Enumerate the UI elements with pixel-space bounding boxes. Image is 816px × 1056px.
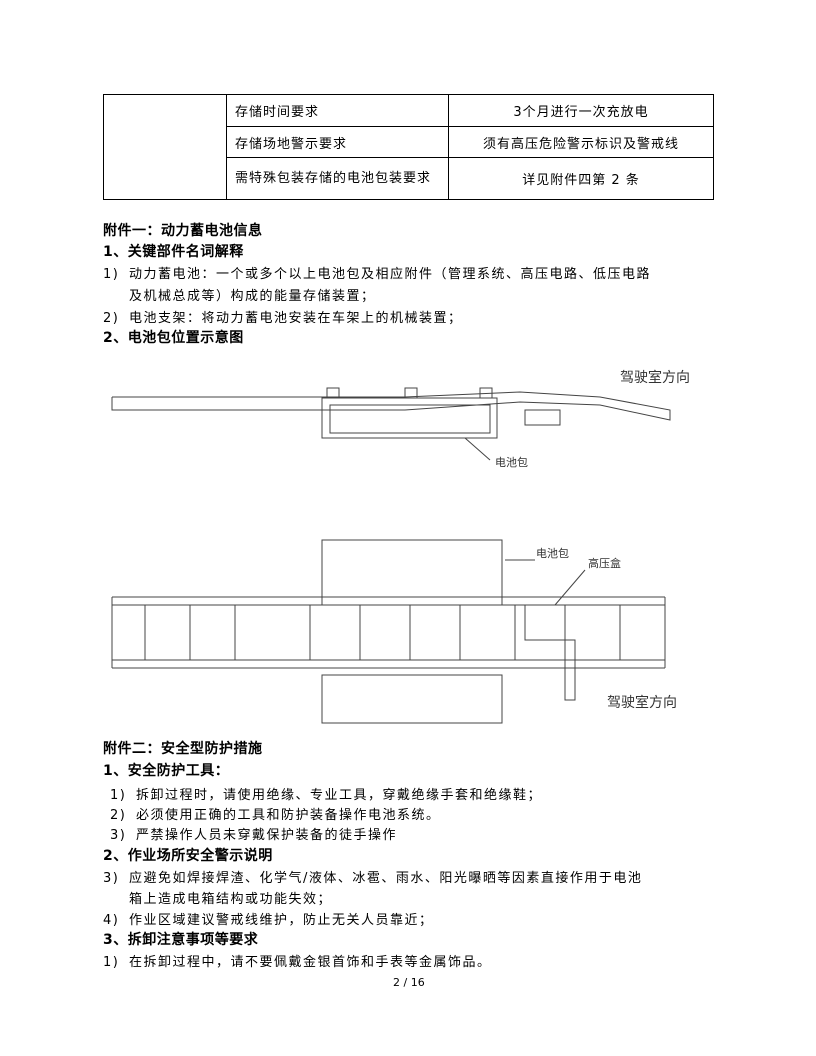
list-item: 2) 必须使用正确的工具和防护装备操作电池系统。 [110,804,441,823]
table-cell [103,94,227,200]
list-item: 3) 严禁操作人员未穿戴保护装备的徒手操作 [110,824,397,843]
list-item: 2) 电池支架：将动力蓄电池安装在车架上的机械装置； [103,307,463,326]
battery-pack-label: 电池包 [495,456,528,469]
list-item: 1) 动力蓄电池：一个或多个以上电池包及相应附件（管理系统、高压电路、低压电路 [103,263,651,282]
item-text: 严禁操作人员未穿戴保护装备的徒手操作 [136,828,398,843]
item-text: 电池支架：将动力蓄电池安装在车架上的机械装置； [129,311,463,326]
section-heading: 2、电池包位置示意图 [103,330,244,346]
battery-pack-label-2: 电池包 [536,547,569,560]
section-heading: 3、拆卸注意事项等要求 [103,932,259,948]
item-text: 必须使用正确的工具和防护装备操作电池系统。 [136,808,441,823]
item-number: 3) [103,871,120,886]
item-text: 拆卸过程时，请使用绝缘、专业工具，穿戴绝缘手套和绝缘鞋； [136,788,543,803]
item-number: 4) [103,913,120,928]
table-row: 存储场地警示要求须有高压危险警示标识及警戒线 [104,126,714,158]
section-heading: 1、安全防护工具： [103,763,230,779]
item-number: 2) [103,311,120,326]
table-cell: 存储场地警示要求 [226,126,449,158]
cab-direction-label-2: 驾驶室方向 [607,694,677,711]
item-number: 1) [103,267,120,282]
cab-direction-label: 驾驶室方向 [620,369,690,386]
hv-box-label: 高压盒 [588,556,621,570]
list-item-cont: 箱上造成电箱结构或功能失效； [129,892,333,907]
table-cell: 需特殊包装存储的电池包装要求 [226,157,449,200]
section-heading: 1、关键部件名词解释 [103,244,244,260]
item-text: 动力蓄电池：一个或多个以上电池包及相应附件（管理系统、高压电路、低压电路 [129,267,652,282]
annex2-title: 附件二：安全型防护措施 [103,741,263,757]
table-row: 需特殊包装存储的电池包装要求详见附件四第 2 条 [104,157,714,200]
item-number: 1) [110,788,127,803]
section-heading: 2、作业场所安全警示说明 [103,848,273,864]
item-number: 1) [103,955,120,970]
list-item: 3) 应避免如焊接焊渣、化学气/液体、冰雹、雨水、阳光曝晒等因素直接作用于电池 [103,867,642,886]
item-text: 在拆卸过程中，请不要佩戴金银首饰和手表等金属饰品。 [129,955,492,970]
item-number: 3) [110,828,127,843]
item-number: 2) [110,808,127,823]
page-number: 2 / 16 [393,976,425,989]
list-item-cont: 及机械总成等）构成的能量存储装置； [129,289,376,304]
side-view-frame [111,387,671,461]
item-text: 应避免如焊接焊渣、化学气/液体、冰雹、雨水、阳光曝晒等因素直接作用于电池 [129,871,643,886]
top-view-frame [111,539,666,724]
item-text: 作业区域建议警戒线维护，防止无关人员靠近； [129,913,434,928]
list-item: 4) 作业区域建议警戒线维护，防止无关人员靠近； [103,909,434,928]
table-cell: 详见附件四第 2 条 [448,157,714,200]
annex1-title: 附件一：动力蓄电池信息 [103,223,263,239]
list-item: 1) 拆卸过程时，请使用绝缘、专业工具，穿戴绝缘手套和绝缘鞋； [110,784,542,803]
list-item: 1) 在拆卸过程中，请不要佩戴金银首饰和手表等金属饰品。 [103,951,492,970]
